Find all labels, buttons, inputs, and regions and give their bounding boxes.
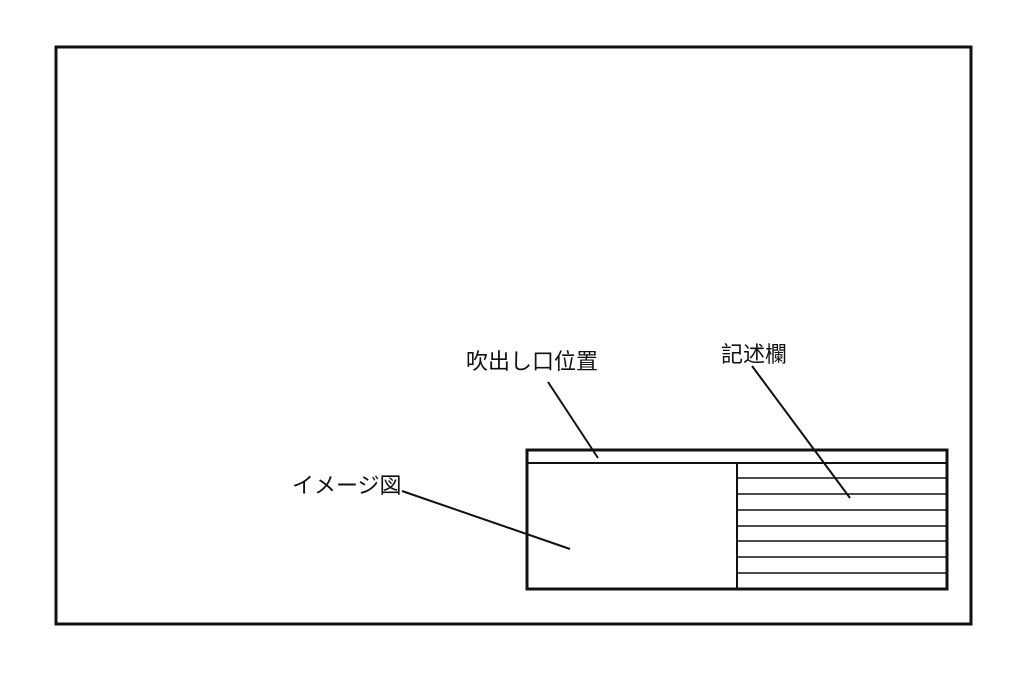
description-field-leader — [751, 365, 851, 499]
image-figure-leader — [401, 490, 571, 550]
caption-panel — [525, 448, 949, 591]
description-field-lines — [737, 477, 947, 574]
speech-bubble-leader — [547, 381, 599, 459]
description-field-label: 記述欄 — [721, 343, 787, 368]
speech-bubble-position-label: 吹出し口位置 — [466, 350, 598, 375]
page-frame — [54, 45, 973, 626]
image-figure-label: イメージ図 — [292, 474, 402, 499]
